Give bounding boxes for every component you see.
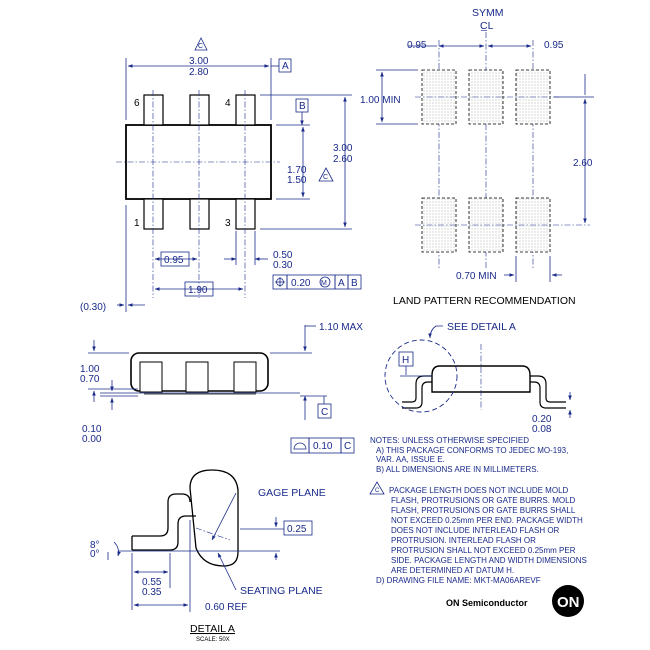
- foot-length-max: 0.55: [142, 577, 162, 588]
- lead-3: [235, 198, 256, 230]
- lead-angle-min: 0°: [90, 549, 100, 560]
- lead-width-min: 0.30: [273, 260, 293, 271]
- note-a-line1: A) THIS PACKAGE CONFORMS TO JEDEC MO-193…: [376, 446, 568, 455]
- detail-a-callout-circle: [384, 339, 458, 413]
- flatness-datum: C: [344, 441, 351, 452]
- note-b: B) ALL DIMENSIONS ARE IN MILLIMETERS.: [376, 465, 539, 474]
- see-detail-a: SEE DETAIL A: [447, 321, 516, 333]
- pin-label-4: 4: [225, 98, 231, 109]
- lead-pitch: 0.95: [164, 255, 184, 266]
- pitch-total: 1.90: [188, 285, 208, 296]
- land-row-spacing: 2.60: [573, 158, 593, 169]
- note-c-line9: ARE DETERMINED AT DATUM H.: [391, 566, 514, 575]
- brand: ON Semiconductor ON: [446, 585, 584, 617]
- land-pattern-title: LAND PATTERN RECOMMENDATION: [393, 295, 576, 307]
- detail-a-scale: SCALE: 50X: [196, 637, 230, 643]
- on-logo-text: ON: [557, 594, 580, 611]
- lead-6: [143, 94, 164, 126]
- svg-text:C: C: [375, 488, 380, 494]
- land-pad-width: 0.70 MIN: [456, 271, 497, 282]
- lead-thickness-max: 0.20: [532, 414, 552, 425]
- lead-1: [143, 198, 164, 230]
- svg-text:C: C: [198, 43, 203, 50]
- detail-a: GAGE PLANE SEATING PLANE 0.25 8° 0° 0.55…: [90, 469, 326, 643]
- flatness-tol: 0.10: [313, 441, 333, 452]
- end-view: SEE DETAIL A H 0.20 0.08: [384, 321, 572, 435]
- ref-offset: (0.30): [80, 302, 106, 313]
- pin-label-1: 1: [134, 218, 140, 229]
- foot-length-min: 0.35: [142, 587, 162, 598]
- pin-label-3: 3: [225, 218, 231, 229]
- pin-label-6: 6: [134, 98, 140, 109]
- seating-plane-label: SEATING PLANE: [240, 585, 323, 597]
- flatness-frame: 0.10 C: [290, 437, 355, 454]
- symm-label: SYMM: [472, 7, 504, 19]
- position-datum-a: A: [338, 278, 345, 289]
- body-height-max: 1.00: [80, 364, 100, 375]
- top-length-min: 2.60: [333, 154, 353, 165]
- land-pattern: SYMM C̲L 0.95 0.95 1.00 MIN 2.60: [360, 7, 594, 307]
- datum-b: B: [299, 101, 306, 112]
- lead-angle-max: 8°: [90, 540, 100, 551]
- position-tol: 0.20: [291, 278, 311, 289]
- standoff-max: 0.10: [82, 424, 102, 435]
- lead-thickness-min: 0.08: [532, 424, 552, 435]
- datum-a: A: [282, 61, 289, 72]
- position-tolerance-frame: 0.20 M A B: [272, 274, 362, 290]
- top-width-max: 3.00: [189, 56, 209, 67]
- lead-5: [189, 94, 210, 126]
- centerline-symbol: C̲L: [480, 20, 494, 32]
- note-a-line2: VAR. AA, ISSUE E.: [376, 455, 445, 464]
- side-view: 1.10 MAX C 0.10 C 1.00 0.70 0.10 0.00: [80, 322, 363, 454]
- note-c-line4: NOT EXCEED 0.25mm PER END. PACKAGE WIDTH: [391, 516, 583, 525]
- note-c-line1: PACKAGE LENGTH DOES NOT INCLUDE MOLD: [389, 486, 569, 495]
- foot-ref: 0.60 REF: [205, 602, 247, 613]
- note-c-line8: SIDE. PACKAGE LENGTH AND WIDTH DIMENSION…: [391, 556, 587, 565]
- overall-height: 1.10 MAX: [319, 322, 363, 333]
- lead-4: [235, 94, 256, 126]
- body-span-min: 1.50: [287, 175, 307, 186]
- top-length-max: 3.00: [333, 143, 353, 154]
- company-name: ON Semiconductor: [446, 598, 528, 608]
- note-c-line6: PROTRUSION. INTERLEAD FLASH OR: [391, 536, 536, 545]
- note-c-line5: DOES NOT INCLUDE INTERLEAD FLASH OR: [391, 526, 560, 535]
- datum-c-note-flag: C: [323, 174, 328, 181]
- body-height-min: 0.70: [80, 374, 100, 385]
- body-span-max: 1.70: [287, 165, 307, 176]
- land-pitch-left: 0.95: [407, 40, 427, 51]
- note-c-line2: FLASH, PROTRUSIONS OR GATE BURRS. MOLD: [391, 496, 576, 505]
- on-logo: [552, 585, 584, 617]
- note-d: D) DRAWING FILE NAME: MKT-MA06AREVF: [376, 576, 541, 585]
- note-c-line7: PROTRUSION SHALL NOT EXCEED 0.25mm PER: [391, 546, 576, 555]
- detail-a-title: DETAIL A: [190, 623, 235, 635]
- top-width-min: 2.80: [189, 67, 209, 78]
- top-view: 6 4 1 3 C 3.00 2.80 A B 3.00 2.60 C 1.70…: [80, 37, 362, 313]
- lead-2: [189, 198, 210, 230]
- land-pad-height: 1.00 MIN: [360, 95, 401, 106]
- land-pitch-right: 0.95: [544, 40, 564, 51]
- position-datum-b: B: [351, 278, 358, 289]
- datum-h: H: [402, 355, 409, 366]
- gage-height: 0.25: [287, 524, 307, 535]
- position-mod: M: [321, 280, 327, 287]
- notes: NOTES: UNLESS OTHERWISE SPECIFIED A) THI…: [369, 436, 587, 585]
- detail-body: [189, 469, 239, 567]
- gage-plane-label: GAGE PLANE: [258, 487, 326, 499]
- standoff-min: 0.00: [82, 434, 102, 445]
- note-c-line3: FLASH, PROTRUSIONS OR GATE BURRS SHALL: [391, 506, 576, 515]
- lead-width-max: 0.50: [273, 250, 293, 261]
- datum-c: C: [321, 407, 328, 418]
- notes-header: NOTES: UNLESS OTHERWISE SPECIFIED: [370, 436, 529, 445]
